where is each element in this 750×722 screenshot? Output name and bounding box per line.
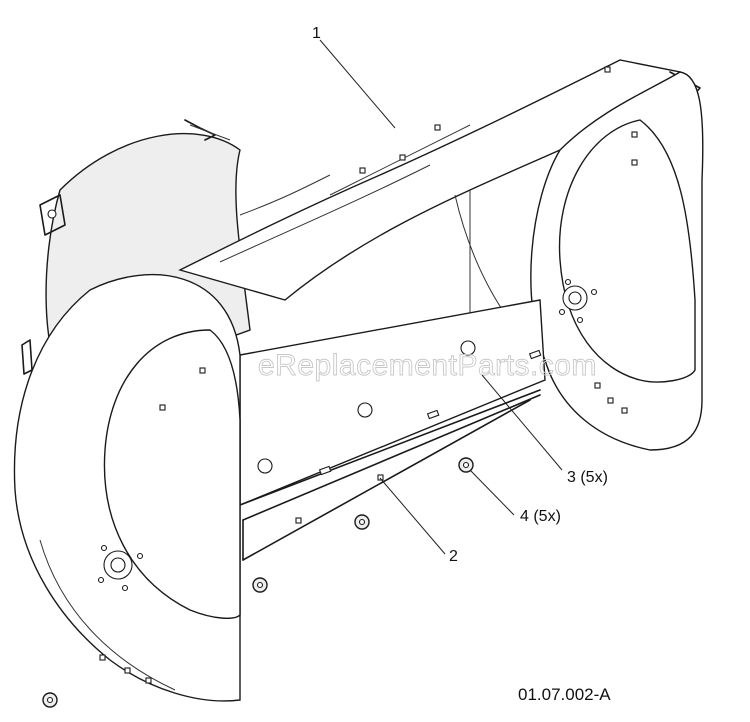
top-panel — [178, 59, 701, 301]
callout-4-label: 4 (5x) — [520, 508, 561, 525]
callout-2-label: 2 — [449, 548, 458, 565]
right-side-plate — [454, 71, 704, 451]
nuts — [42, 457, 474, 708]
left-side-plate — [13, 273, 241, 702]
nut — [42, 692, 58, 708]
nut — [252, 577, 268, 593]
nut — [354, 514, 370, 530]
reference-code: 01.07.002-A — [518, 685, 611, 704]
callout-3-label: 3 (5x) — [567, 469, 608, 486]
rear-wall — [239, 299, 546, 561]
nut — [458, 457, 474, 473]
callout-1-label: 1 — [312, 25, 321, 42]
watermark-text: eReplacementParts.com — [258, 349, 597, 382]
leader-lines — [319, 39, 563, 555]
